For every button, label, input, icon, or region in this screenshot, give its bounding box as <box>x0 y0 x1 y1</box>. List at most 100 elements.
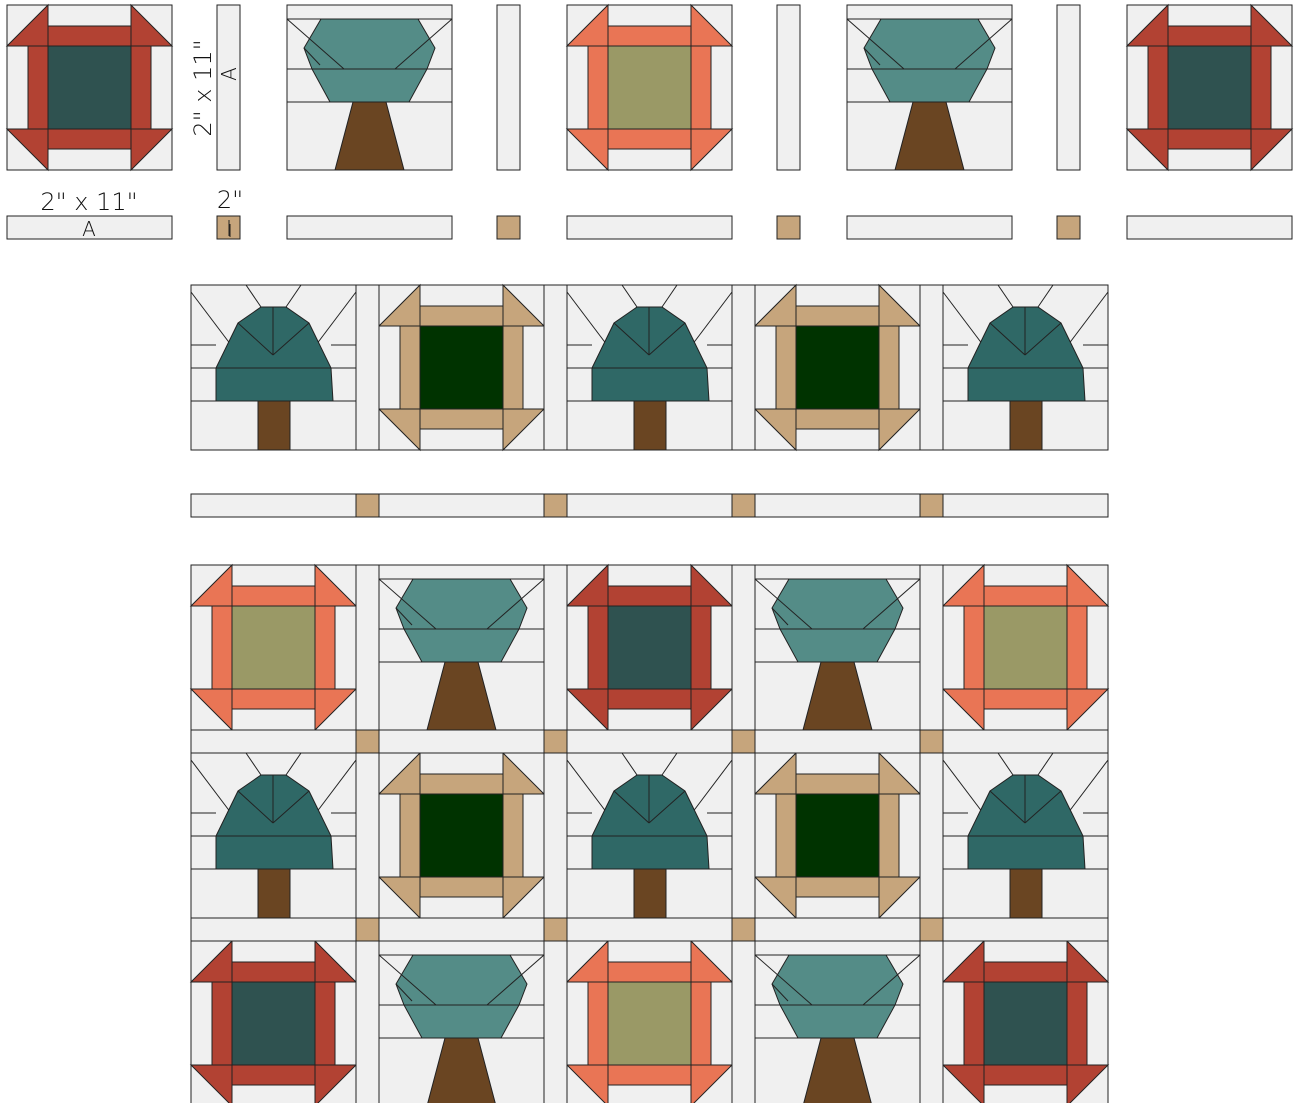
block-frame-rust <box>567 565 732 730</box>
tree-trunk <box>634 869 666 918</box>
block-frame-tan <box>379 753 544 918</box>
tree-canopy <box>312 69 427 102</box>
sashing-top-letter-label: A <box>82 217 96 241</box>
sashing-row <box>191 730 1108 753</box>
frame-center <box>420 326 503 409</box>
sashing-strip-vertical <box>356 565 379 730</box>
cornerstone <box>732 730 755 753</box>
sashing-strip-vertical <box>544 753 567 918</box>
sashing-strip-horizontal <box>287 216 452 239</box>
cornerstone <box>356 730 379 753</box>
block-frame-coral <box>567 941 732 1103</box>
sashing-strip-vertical <box>356 753 379 918</box>
cornerstone <box>356 918 379 941</box>
block-tree-round <box>287 5 452 170</box>
tree-canopy <box>216 368 333 401</box>
tree-canopy <box>304 19 435 69</box>
sashing-strip-horizontal <box>567 216 732 239</box>
block-frame-tan <box>379 285 544 450</box>
block-tree-dome <box>943 753 1108 918</box>
tree-trunk <box>1010 401 1042 450</box>
frame-center <box>420 794 503 877</box>
sashing-strip-vertical <box>356 941 379 1103</box>
block-frame-coral <box>943 565 1108 730</box>
blocks-layer <box>7 5 1292 1103</box>
block-tree-dome <box>567 753 732 918</box>
frame-center <box>984 982 1067 1065</box>
tree-canopy <box>404 629 519 662</box>
cornerstone <box>544 494 567 517</box>
sashing-row <box>191 494 1108 517</box>
cornerstone <box>732 918 755 941</box>
sashing-strip-vertical <box>920 565 943 730</box>
block-frame-rust <box>191 941 356 1103</box>
tree-canopy <box>968 836 1085 869</box>
block-frame-tan <box>755 753 920 918</box>
tree-canopy <box>396 955 527 1005</box>
sashing-strip-vertical <box>920 941 943 1103</box>
tree-trunk <box>634 401 666 450</box>
block-tree-dome <box>191 285 356 450</box>
sashing-strip-vertical <box>920 753 943 918</box>
block-tree-dome <box>943 285 1108 450</box>
tree-canopy <box>592 368 709 401</box>
sashing-strip-vertical <box>1057 5 1080 170</box>
tree-trunk <box>258 869 290 918</box>
tree-canopy <box>592 836 709 869</box>
frame-center <box>796 794 879 877</box>
cornerstone-size-label: 2" <box>217 186 243 214</box>
sashing-row <box>191 918 1108 941</box>
tree-canopy <box>864 19 995 69</box>
frame-center <box>48 46 131 129</box>
block-tree-round <box>379 565 544 730</box>
sashing-strip-horizontal <box>847 216 1012 239</box>
frame-center <box>232 606 315 689</box>
block-tree-round <box>847 5 1012 170</box>
block-frame-rust <box>1127 5 1292 170</box>
sashing-strip-vertical <box>732 565 755 730</box>
tree-canopy <box>780 629 895 662</box>
sashing-strip-vertical <box>497 5 520 170</box>
tree-canopy <box>396 579 527 629</box>
sashing-strip-vertical <box>544 941 567 1103</box>
cornerstone <box>1057 216 1080 239</box>
sashing-strip-vertical <box>544 285 567 450</box>
tree-trunk <box>258 401 290 450</box>
sashing-strip-vertical <box>732 941 755 1103</box>
tree-canopy <box>216 836 333 869</box>
sashing-side-size-label: 2" x 11" <box>189 39 217 136</box>
sashing-strip-horizontal <box>1127 216 1292 239</box>
cornerstone <box>732 494 755 517</box>
sashing-side-letter-label: A <box>217 67 241 81</box>
tree-canopy <box>780 1005 895 1038</box>
sashing-strip-vertical <box>920 285 943 450</box>
cornerstone <box>544 730 567 753</box>
tree-canopy <box>968 368 1085 401</box>
sashing-strip-vertical <box>544 565 567 730</box>
sashing-strip-vertical <box>777 5 800 170</box>
sashing-top-size-label: 2" x 11" <box>40 188 137 216</box>
sashing-strip-vertical <box>356 285 379 450</box>
tree-canopy <box>404 1005 519 1038</box>
cornerstone <box>356 494 379 517</box>
frame-center <box>796 326 879 409</box>
tree-trunk <box>1010 869 1042 918</box>
frame-center <box>984 606 1067 689</box>
block-frame-coral <box>191 565 356 730</box>
block-tree-round <box>755 941 920 1103</box>
block-tree-round <box>379 941 544 1103</box>
frame-center <box>608 982 691 1065</box>
block-tree-round <box>755 565 920 730</box>
block-frame-coral <box>567 5 732 170</box>
cornerstone <box>920 730 943 753</box>
frame-center <box>608 606 691 689</box>
block-frame-rust <box>943 941 1108 1103</box>
frame-center <box>232 982 315 1065</box>
tree-canopy <box>872 69 987 102</box>
cornerstone-letter-label: I <box>227 221 232 242</box>
cornerstone <box>920 494 943 517</box>
cornerstone <box>497 216 520 239</box>
tree-canopy <box>772 955 903 1005</box>
cornerstone <box>544 918 567 941</box>
